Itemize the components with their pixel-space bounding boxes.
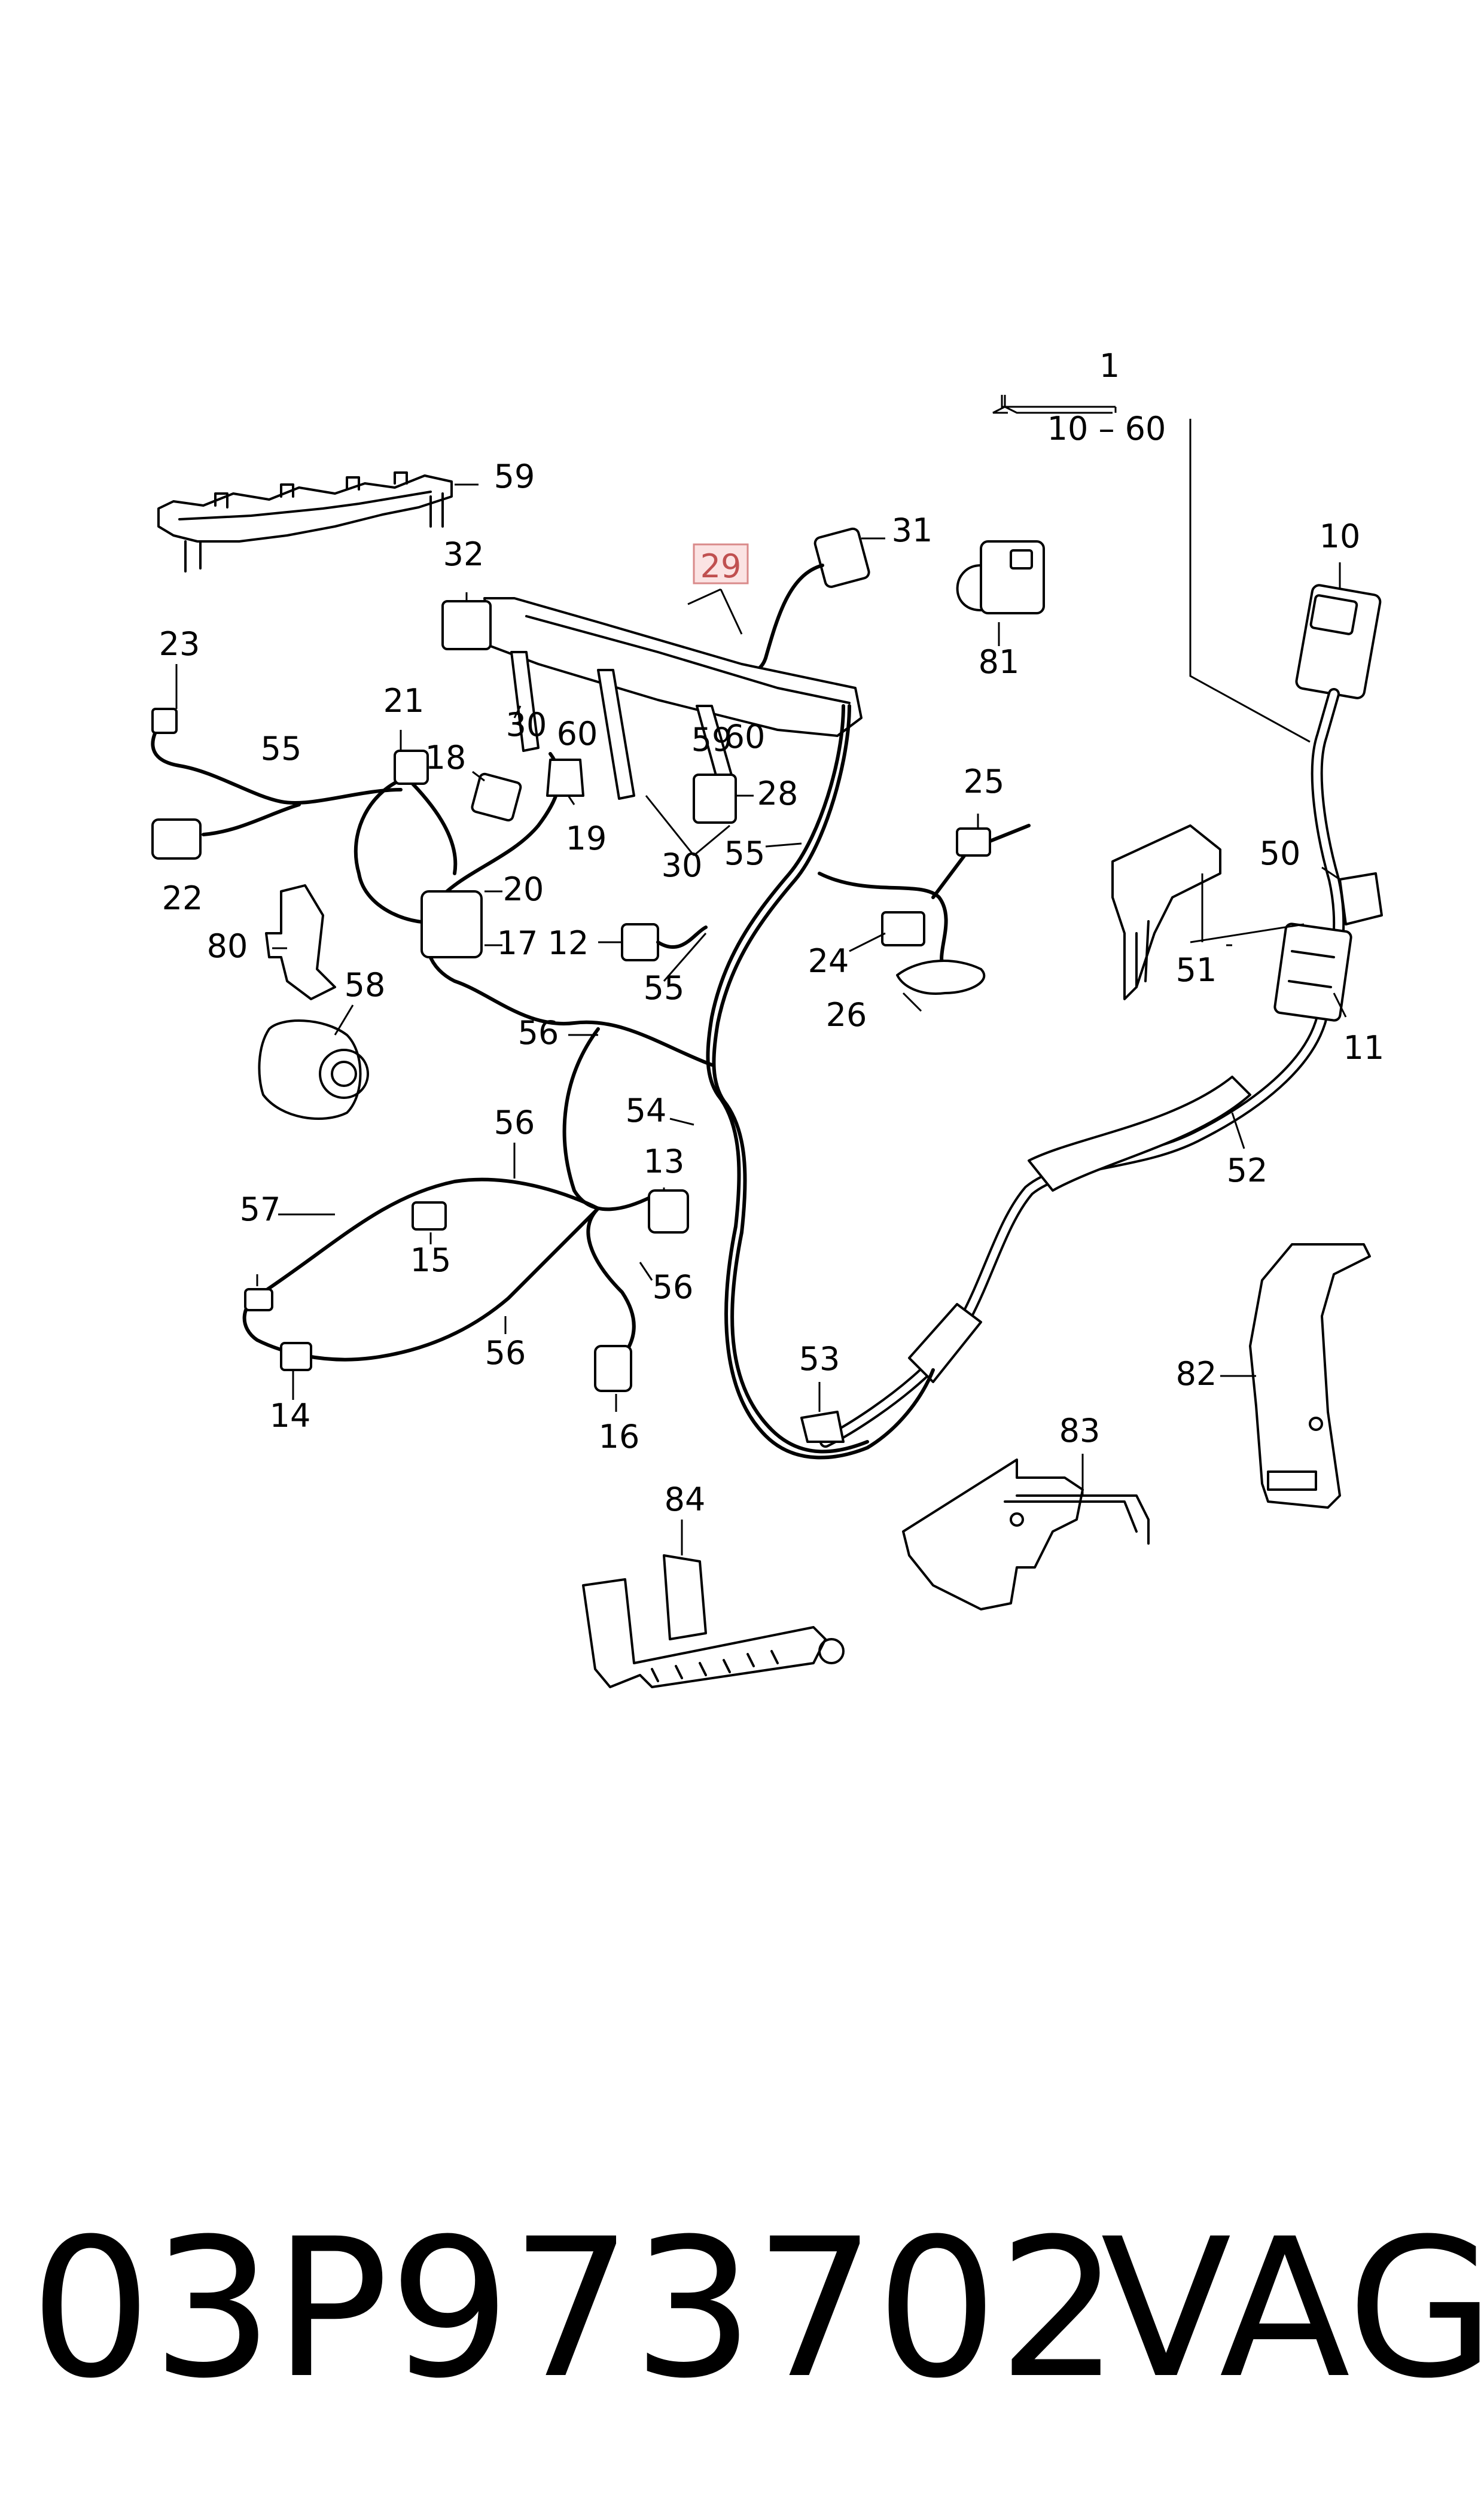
callout-label: 11 [1343, 1029, 1385, 1067]
callout-label: 52 [1227, 1152, 1268, 1189]
callout-label: 59 [494, 458, 535, 495]
injectors-30 [510, 651, 737, 800]
leader-lines [175, 395, 1347, 1555]
brand: VAG [1101, 2198, 1484, 2420]
callout-label: 1 [1099, 347, 1120, 385]
bracket-59 [157, 471, 453, 573]
callout-label: 56 [653, 1268, 694, 1306]
callout-label: 10 [1320, 517, 1361, 555]
callout-label: 31 [892, 511, 933, 549]
callout-label: 81 [979, 643, 1020, 681]
callout-label: 21 [383, 682, 425, 720]
callout-label: 30 [506, 706, 547, 744]
part-58 [258, 1019, 369, 1120]
callout-label: 83 [1059, 1412, 1101, 1450]
callout-label: 19 [566, 820, 607, 857]
callout-label: 82 [1176, 1355, 1217, 1393]
callout-label: 10 – 60 [1047, 410, 1166, 447]
callout-label: 55 [724, 835, 766, 872]
callout-label: 59 [691, 721, 733, 759]
callout-label: 12 [548, 924, 589, 962]
part-11 [1273, 922, 1352, 1022]
callout-label: 53 [799, 1340, 840, 1378]
callout-label: 24 [808, 942, 849, 980]
callout-label: 26 [826, 996, 867, 1034]
callout-label: 18 [425, 739, 467, 777]
callout-label: 60 [724, 718, 766, 756]
callout-label: 25 [964, 763, 1005, 800]
highlight-box-29 [693, 543, 749, 584]
callout-label: 58 [345, 966, 386, 1004]
callout-label: 56 [494, 1104, 535, 1141]
part-82 [1249, 1243, 1371, 1509]
callout-label: 14 [270, 1397, 311, 1435]
callout-label: 80 [207, 927, 248, 965]
callout-label: 50 [1260, 835, 1301, 872]
callout-label: 15 [410, 1241, 452, 1279]
callout-label: 32 [443, 535, 484, 573]
callout-label: 13 [644, 1143, 685, 1180]
callout-label: 28 [757, 775, 799, 812]
callout-label: 22 [162, 879, 203, 917]
parts-drawing [151, 471, 1383, 1688]
callout-label: 30 [662, 847, 703, 884]
part-51 [1111, 824, 1221, 1000]
part-84 [582, 1554, 845, 1688]
callout-label: 56 [518, 1014, 559, 1052]
callout-label: 56 [485, 1334, 526, 1372]
part-83 [902, 1459, 1150, 1610]
callout-label: 20 [503, 870, 544, 908]
part-81 [956, 540, 1045, 614]
callout-label: 29 [700, 547, 742, 585]
callout-label: 16 [599, 1418, 640, 1456]
callout-label: 55 [644, 969, 685, 1007]
callout-label: 51 [1176, 951, 1217, 989]
callout-label: 17 [497, 924, 538, 962]
part-number: 03P973702 [30, 2198, 1120, 2420]
callout-label: 60 [557, 715, 598, 753]
part-10 [1295, 584, 1382, 699]
callout-label: 23 [159, 625, 200, 663]
callout-label: 57 [240, 1191, 281, 1228]
callout-label: 54 [626, 1092, 667, 1129]
callout-label: 84 [665, 1481, 706, 1518]
callout-label: 55 [261, 730, 302, 768]
